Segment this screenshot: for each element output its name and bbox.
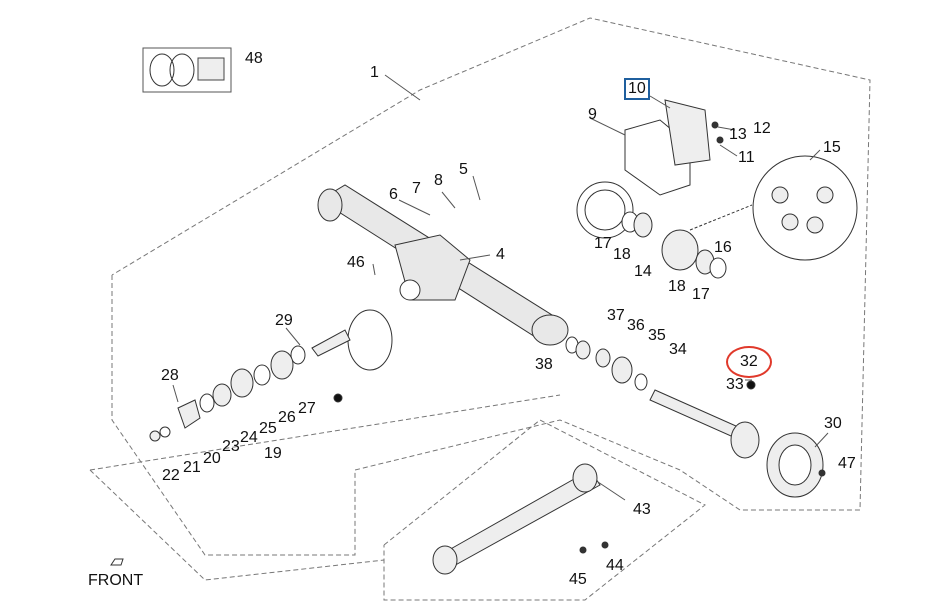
part-label-13: 13	[729, 126, 747, 143]
part-label-48: 48	[245, 50, 263, 67]
part-label-27: 27	[298, 400, 316, 417]
part-label-17-upper: 17	[594, 235, 612, 252]
part-label-30: 30	[824, 415, 842, 432]
differential-assembly	[576, 155, 858, 279]
axle-housing	[317, 184, 569, 346]
assembly-outline	[111, 17, 871, 556]
part-label-26: 26	[278, 409, 296, 426]
part-label-44: 44	[606, 557, 624, 574]
part-label-28: 28	[161, 367, 179, 384]
part-label-18-lower: 18	[668, 278, 686, 295]
driveshaft	[432, 463, 609, 575]
part-label-38: 38	[535, 356, 553, 373]
gasket-kit-48	[142, 47, 232, 93]
part-label-19: 19	[264, 445, 282, 462]
part-label-16: 16	[714, 239, 732, 256]
part-label-18-upper: 18	[613, 246, 631, 263]
part-label-9: 9	[588, 106, 597, 123]
part-label-32-highlighted: 32	[726, 346, 772, 378]
part-label-24: 24	[240, 429, 258, 446]
part-label-4: 4	[496, 246, 505, 263]
part-label-23: 23	[222, 438, 240, 455]
part-label-43: 43	[633, 501, 651, 518]
part-label-47: 47	[838, 455, 856, 472]
front-direction-label: FRONT	[88, 572, 144, 589]
part-label-35: 35	[648, 327, 666, 344]
part-label-8: 8	[434, 172, 443, 189]
part-label-15: 15	[823, 139, 841, 156]
part-label-17-lower: 17	[692, 286, 710, 303]
part-label-33: 33	[726, 376, 744, 393]
part-label-37: 37	[607, 307, 625, 324]
leader-lines	[172, 74, 829, 501]
part-label-29: 29	[275, 312, 293, 329]
part-label-46: 46	[347, 254, 365, 271]
part-label-11: 11	[738, 149, 755, 166]
axle-shaft-assembly	[565, 336, 826, 498]
part-label-22: 22	[162, 467, 180, 484]
part-label-7: 7	[412, 180, 421, 197]
pinion-assembly	[149, 309, 393, 442]
part-label-36: 36	[627, 317, 645, 334]
part-label-6: 6	[389, 186, 398, 203]
cover-assembly	[624, 99, 724, 196]
front-arrow-icon	[110, 558, 124, 566]
driveshaft-outline	[89, 394, 706, 601]
part-label-1: 1	[370, 64, 379, 81]
part-label-10-highlighted: 10	[624, 78, 650, 100]
part-label-5: 5	[459, 161, 468, 178]
part-label-34: 34	[669, 341, 687, 358]
part-label-20: 20	[203, 450, 221, 467]
part-label-12: 12	[753, 120, 771, 137]
part-label-21: 21	[183, 459, 201, 476]
part-label-14: 14	[634, 263, 652, 280]
part-label-25: 25	[259, 420, 277, 437]
part-label-45: 45	[569, 571, 587, 588]
